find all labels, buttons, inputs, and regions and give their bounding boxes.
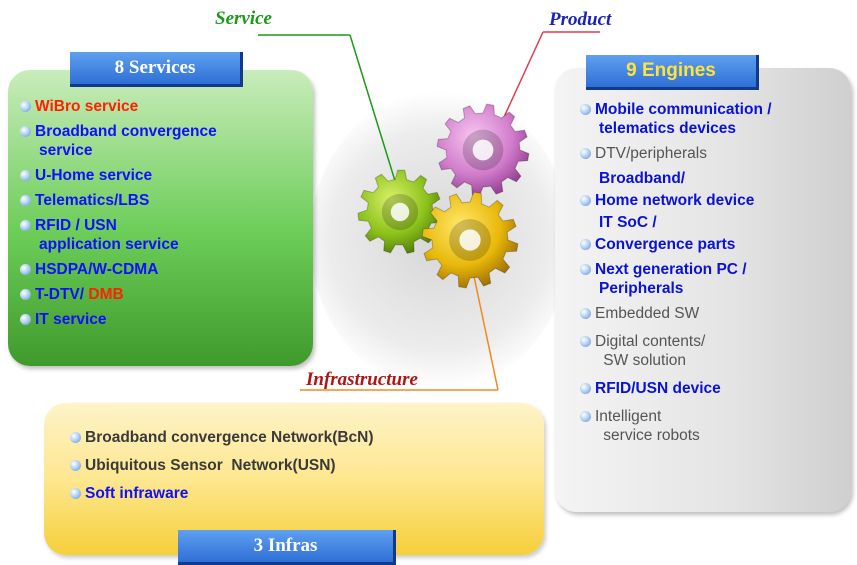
list-item: Intelligent service robots [580,407,845,445]
bullet-icon [580,411,591,422]
list-item: Home network device [580,191,845,210]
list-item: IT service [20,310,310,329]
green-gear-icon-hole [390,202,410,222]
bullet-icon [70,460,81,471]
bullet-icon [70,488,81,499]
bullet-icon [20,170,31,181]
bullet-icon [20,101,31,112]
product-label: Product [549,9,612,30]
engines-list: Mobile communication / telematics device… [580,100,845,445]
services-panel [8,70,313,366]
list-item: Next generation PC / Peripherals [580,260,845,298]
list-item: Broadband convergence Network(BcN) [70,428,510,447]
bullet-icon [20,289,31,300]
bullet-icon [20,220,31,231]
list-item: Soft infraware [70,484,510,503]
services-list: WiBro service Broadband convergence serv… [20,97,310,329]
list-item: T-DTV/ DMB [20,285,310,304]
list-item: Convergence parts [580,235,845,254]
bullet-icon [580,104,591,115]
bullet-icon [20,314,31,325]
bullet-icon [580,239,591,250]
services-title: 8 Services [70,52,243,87]
bullet-icon [580,383,591,394]
infras-panel [44,403,544,555]
bullet-icon [580,308,591,319]
pink-gear-icon-hole [472,139,494,161]
list-item: IT SoC / [599,214,657,231]
list-item: Digital contents/ SW solution [580,332,845,370]
list-item: RFID/USN device [580,379,845,398]
list-item: Broadband convergence service [20,122,310,160]
bullet-icon [580,148,591,159]
bullet-icon [580,336,591,347]
infrastructure-label: Infrastructure [306,369,418,390]
list-item: DTV/peripherals [580,144,845,163]
bullet-icon [70,432,81,443]
list-item: Telematics/LBS [20,191,310,210]
engines-title: 9 Engines [586,55,759,90]
list-item: Embedded SW [580,304,845,323]
bullet-icon [20,264,31,275]
list-item: WiBro service [20,97,310,116]
bullet-icon [580,264,591,275]
list-item: Ubiquitous Sensor Network(USN) [70,456,510,475]
service-label: Service [215,8,272,29]
yellow-gear-icon-hole [459,229,481,251]
list-item: RFID / USN application service [20,216,310,254]
engines-panel [555,68,851,512]
infras-list: Broadband convergence Network(BcN) Ubiqu… [70,428,510,503]
bullet-icon [20,126,31,137]
bullet-icon [20,195,31,206]
list-item: Broadband/ [599,170,686,187]
bullet-icon [580,195,591,206]
list-item: U-Home service [20,166,310,185]
list-item: HSDPA/W-CDMA [20,260,310,279]
list-item: Mobile communication / telematics device… [580,100,845,138]
